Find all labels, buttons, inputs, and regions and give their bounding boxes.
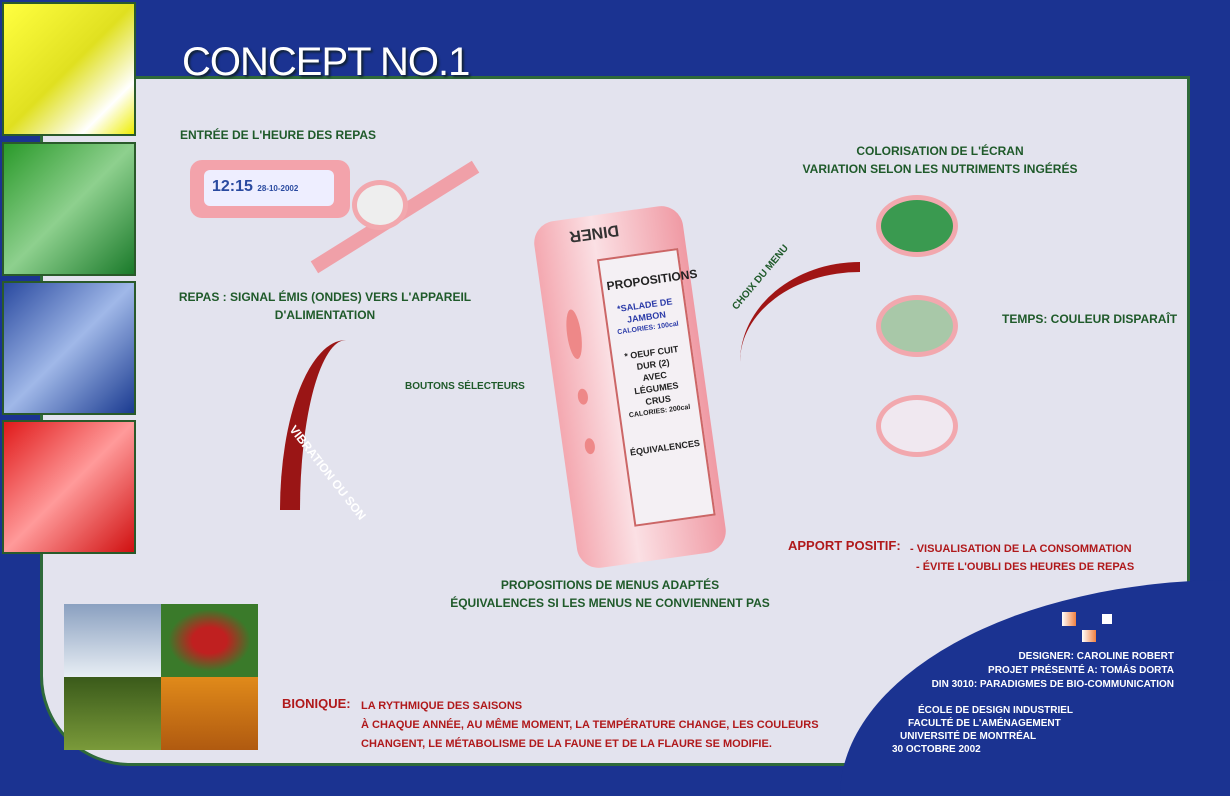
caption-line1: PROPOSITIONS DE MENUS ADAPTÉS [500,578,720,592]
page-title: CONCEPT NO.1 [182,40,470,84]
green-swatch [2,142,136,276]
time-label: TEMPS: COULEUR DISPARAÎT [1002,312,1178,326]
winter-photo [64,604,161,677]
watch-screen: 12:15 28-10-2002 [204,170,334,206]
positive-1: - VISUALISATION DE LA CONSOMMATION [910,543,1132,555]
signal-line2: D'ALIMENTATION [274,308,376,322]
device-caption: PROPOSITIONS DE MENUS ADAPTÉS ÉQUIVALENCE… [440,576,780,612]
logo-square [1062,612,1076,626]
watch-dial [352,180,408,230]
screen-heading-text: COLORISATION DE L'ÉCRAN VARIATION SELON L… [800,142,1080,178]
bionique-label: BIONIQUE: [282,696,351,711]
seasons-photo [64,604,258,750]
buttons-label: BOUTONS SÉLECTEURS [405,381,525,392]
bionique-2: À CHAQUE ANNÉE, AU MÊME MOMENT, LA TEMPÉ… [361,719,819,731]
side-button[interactable] [583,437,596,455]
screen-heading1: COLORISATION DE L'ÉCRAN [856,144,1024,158]
signal-line1: REPAS : SIGNAL ÉMIS (ONDES) VERS L'APPAR… [178,290,472,304]
screen-heading2: VARIATION SELON LES NUTRIMENTS INGÉRÉS [802,162,1078,176]
school-3: UNIVERSITÉ DE MONTRÉAL [900,731,1037,742]
bionique-3: CHANGENT, LE MÉTABOLISME DE LA FAUNE ET … [361,738,772,750]
credit-1: DESIGNER: CAROLINE ROBERT [1018,651,1174,662]
credit-2: PROJET PRÉSENTÉ A: TOMÁS DORTA [988,665,1174,676]
dial-half [876,295,958,357]
signal-text: REPAS : SIGNAL ÉMIS (ONDES) VERS L'APPAR… [175,288,475,324]
dial-empty [876,395,958,457]
bionique-text: LA RYTHMIQUE DES SAISONS À CHAQUE ANNÉE, … [361,697,819,754]
spring-photo [161,604,258,677]
side-button[interactable] [576,388,589,406]
red-swatch [2,420,136,554]
yellow-swatch [2,2,136,136]
device-top-label: DINER [568,221,620,245]
selector-button[interactable] [563,308,585,360]
school-4: 30 OCTOBRE 2002 [892,744,981,755]
positive-label: APPORT POSITIF: [788,538,901,553]
watch-time: 12:15 [212,178,253,195]
caption-line2: ÉQUIVALENCES SI LES MENUS NE CONVIENNENT… [450,596,770,610]
watch-body: 12:15 28-10-2002 [190,160,350,218]
screen-footer: ÉQUIVALENCES [629,437,701,458]
screen-heading: PROPOSITIONS [605,266,699,294]
school-2: FACULTÉ DE L'AMÉNAGEMENT [908,718,1061,729]
positive-list: - VISUALISATION DE LA CONSOMMATION - ÉVIT… [910,540,1134,576]
school-1: ÉCOLE DE DESIGN INDUSTRIEL [918,705,1074,716]
logo-square [1082,630,1096,642]
dial-full [876,195,958,257]
credits: DESIGNER: CAROLINE ROBERT PROJET PRÉSENTÉ… [932,650,1174,692]
summer-photo [64,677,161,750]
school: ÉCOLE DE DESIGN INDUSTRIEL FACULTÉ DE L'A… [892,704,1073,756]
positive-2: - ÉVITE L'OUBLI DES HEURES DE REPAS [916,561,1135,573]
autumn-photo [161,677,258,750]
watch-date: 28-10-2002 [257,184,299,193]
watch-heading: ENTRÉE DE L'HEURE DES REPAS [180,128,376,142]
logo-square [1102,614,1112,624]
credit-3: DIN 3010: PARADIGMES DE BIO-COMMUNICATIO… [931,679,1174,690]
blue-swatch [2,281,136,415]
bionique-1: LA RYTHMIQUE DES SAISONS [361,700,523,712]
